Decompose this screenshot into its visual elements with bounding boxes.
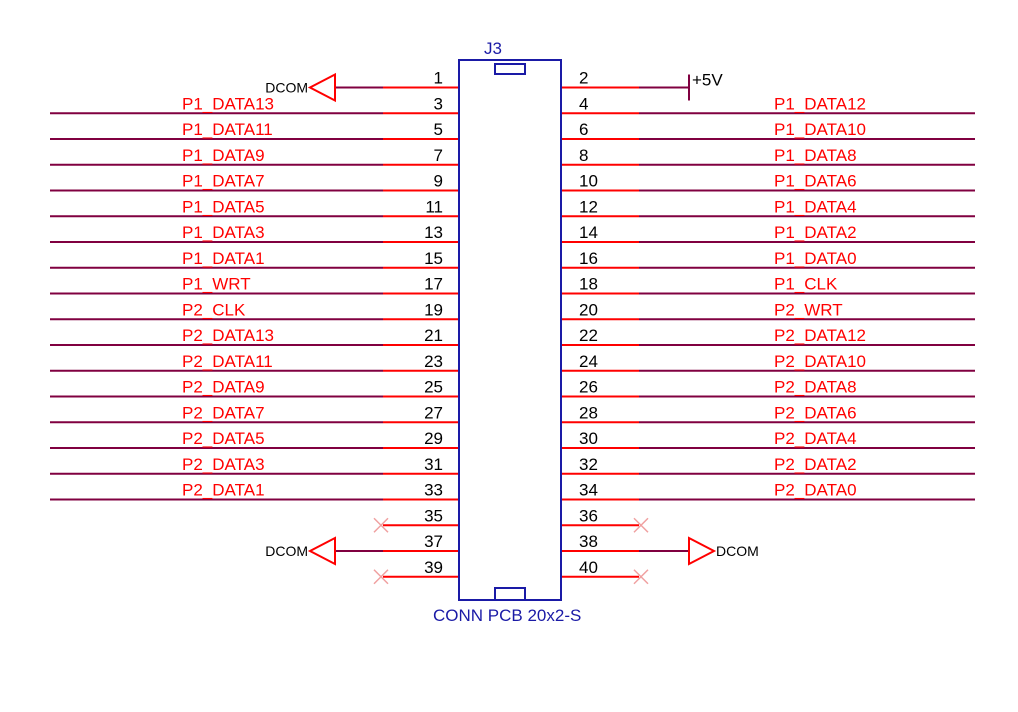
pin-10-number: 10 [579, 172, 598, 191]
pin-20-number: 20 [579, 300, 598, 319]
ground-dcom-icon [307, 72, 336, 103]
pin-30-number: 30 [579, 429, 598, 448]
net-label-p2-data11: P2_DATA11 [182, 352, 273, 371]
net-label-p1-data3: P1_DATA3 [182, 223, 265, 242]
net-label-p2-data5: P2_DATA5 [182, 429, 265, 448]
net-label-p2-data0: P2_DATA0 [774, 481, 857, 500]
net-label-p2-data3: P2_DATA3 [182, 455, 265, 474]
no-connect-39-b [373, 569, 389, 585]
net-label-p2-data2: P2_DATA2 [774, 455, 857, 474]
pin-13-number: 13 [424, 223, 443, 242]
ground-label-pin-1: DCOM [265, 80, 308, 96]
net-label-p2-wrt: P2_WRT [774, 300, 843, 319]
pin-25-number: 25 [424, 378, 443, 397]
pin-22-number: 22 [579, 326, 598, 345]
no-connect-40-b [633, 569, 649, 585]
net-label-p1-data11: P1_DATA11 [182, 120, 273, 139]
net-label-p2-data8: P2_DATA8 [774, 378, 857, 397]
net-label-p1-data6: P1_DATA6 [774, 172, 857, 191]
pin-17-number: 17 [424, 275, 443, 294]
symbols-layer [307, 72, 717, 585]
pin-11-number: 11 [425, 197, 443, 216]
connector-key-bottom [494, 587, 526, 601]
pin-38-number: 38 [579, 532, 598, 551]
net-label-p1-data7: P1_DATA7 [182, 172, 265, 191]
net-label-p1-data13: P1_DATA13 [182, 94, 274, 113]
no-connect-35-b [373, 517, 389, 533]
ground-label-pin-37: DCOM [265, 543, 308, 559]
connector-outline [458, 59, 562, 601]
pin-8-number: 8 [579, 146, 588, 165]
net-label-p2-data6: P2_DATA6 [774, 403, 857, 422]
ground-label-pin-38: DCOM [716, 543, 759, 559]
connector-key-top [494, 63, 526, 75]
pin-35-number: 35 [424, 506, 443, 525]
net-label-p1-data4: P1_DATA4 [774, 197, 857, 216]
pin-6-number: 6 [579, 120, 588, 139]
pin-12-number: 12 [579, 197, 598, 216]
wires-layer [50, 86, 975, 552]
pin-34-number: 34 [579, 481, 598, 500]
no-connect-36-b [633, 517, 649, 533]
pin-4-number: 4 [579, 94, 588, 113]
net-label-p1-clk: P1_CLK [774, 275, 838, 294]
net-label-p1-data5: P1_DATA5 [182, 197, 265, 216]
pin-29-number: 29 [424, 429, 443, 448]
net-label-p1-data8: P1_DATA8 [774, 146, 857, 165]
pin-1-number: 1 [434, 69, 443, 88]
net-label-p1-data10: P1_DATA10 [774, 120, 866, 139]
connector-body: J3 CONN PCB 20x2-S [433, 39, 581, 625]
pin-26-number: 26 [579, 378, 598, 397]
part-name-label: CONN PCB 20x2-S [433, 606, 581, 625]
net-label-p1-wrt: P1_WRT [182, 275, 251, 294]
net-label-p1-data12: P1_DATA12 [774, 94, 866, 113]
pin-5-number: 5 [434, 120, 443, 139]
ground-dcom-icon [307, 536, 336, 566]
ground-dcom-icon [688, 536, 717, 566]
pin-2-number: 2 [579, 69, 588, 88]
net-label-p2-data10: P2_DATA10 [774, 352, 866, 371]
pin-36-number: 36 [579, 506, 598, 525]
net-label-p1-data1: P1_DATA1 [182, 249, 265, 268]
pin-40-number: 40 [579, 558, 598, 577]
pin-9-number: 9 [434, 172, 443, 191]
pin-32-number: 32 [579, 455, 598, 474]
net-label-p1-data0: P1_DATA0 [774, 249, 857, 268]
net-label-p2-clk: P2_CLK [182, 300, 246, 319]
pin-3-number: 3 [434, 94, 443, 113]
power-label-pin-2: +5V [692, 71, 723, 90]
net-label-p2-data1: P2_DATA1 [182, 481, 265, 500]
pin-14-number: 14 [579, 223, 598, 242]
pin-23-number: 23 [424, 352, 443, 371]
net-label-p1-data2: P1_DATA2 [774, 223, 857, 242]
pin-39-number: 39 [424, 558, 443, 577]
pin-19-number: 19 [424, 300, 443, 319]
pin-21-number: 21 [424, 326, 443, 345]
pin-15-number: 15 [424, 249, 443, 268]
net-label-p1-data9: P1_DATA9 [182, 146, 265, 165]
pin-24-number: 24 [579, 352, 598, 371]
net-label-p2-data13: P2_DATA13 [182, 326, 274, 345]
pin-37-number: 37 [424, 532, 443, 551]
designator-label: J3 [484, 39, 502, 58]
pin-31-number: 31 [424, 455, 443, 474]
pins-layer [383, 86, 639, 578]
net-label-p2-data7: P2_DATA7 [182, 403, 265, 422]
net-label-p2-data9: P2_DATA9 [182, 378, 265, 397]
pin-7-number: 7 [434, 146, 443, 165]
pin-28-number: 28 [579, 403, 598, 422]
net-label-p2-data12: P2_DATA12 [774, 326, 866, 345]
pin-33-number: 33 [424, 481, 443, 500]
pin-16-number: 16 [579, 249, 598, 268]
pin-27-number: 27 [424, 403, 443, 422]
net-label-p2-data4: P2_DATA4 [774, 429, 857, 448]
pin-18-number: 18 [579, 275, 598, 294]
